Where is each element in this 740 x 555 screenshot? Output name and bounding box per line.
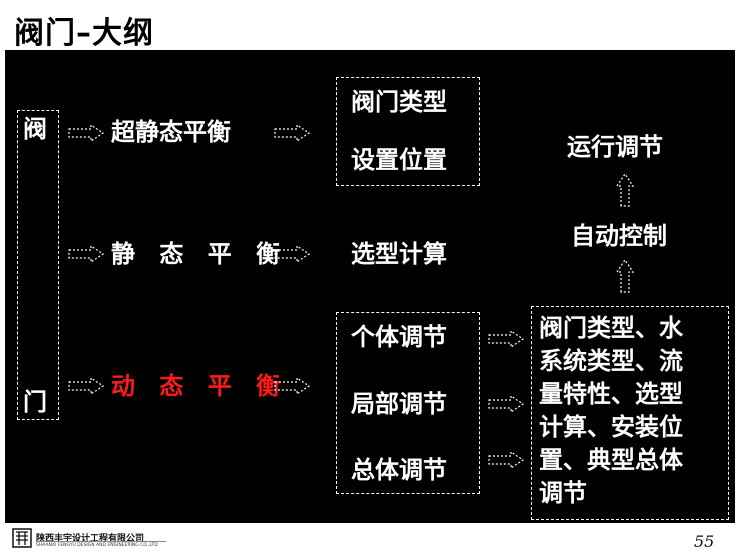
arrow-right-icon <box>68 376 105 396</box>
root-char-bottom: 门 <box>23 388 47 416</box>
valve-type-position-box <box>336 77 480 186</box>
valve-type-label: 阀门类型 <box>351 88 447 116</box>
regulation-box <box>336 312 480 494</box>
arrow-up-icon <box>615 172 635 207</box>
diagram-panel: 阀 门 超静态平衡 阀门类型 设置位置 静 态 平 衡 选型计算 动 态 平 衡… <box>5 50 735 523</box>
overall-regulation-label: 总体调节 <box>351 456 447 484</box>
detail-line-3: 量特性、选型 <box>539 380 683 408</box>
detail-box <box>531 306 729 520</box>
row-static-label: 静 态 平 衡 <box>111 240 289 268</box>
individual-regulation-label: 个体调节 <box>351 323 447 351</box>
detail-line-2: 系统类型、流 <box>539 347 683 375</box>
arrow-up-icon <box>615 258 635 293</box>
local-regulation-label: 局部调节 <box>351 390 447 418</box>
company-name: 陕西丰宇设计工程有限公司 <box>36 534 145 544</box>
selection-calc-label: 选型计算 <box>351 240 447 268</box>
footer-divider <box>36 541 166 542</box>
arrow-right-icon <box>274 244 311 264</box>
root-box <box>17 110 59 420</box>
detail-line-6: 调节 <box>539 479 587 507</box>
company-name-en: SHAANXI FENGYU DESIGN AND ENGINEERING CO… <box>36 543 158 548</box>
row-dynamic-label: 动 态 平 衡 <box>111 372 289 400</box>
arrow-right-icon <box>68 123 105 143</box>
detail-line-4: 计算、安装位 <box>539 413 683 441</box>
detail-line-5: 置、典型总体 <box>539 446 683 474</box>
arrow-right-icon <box>488 450 525 470</box>
root-char-top: 阀 <box>23 115 47 143</box>
page-title: 阀门–大纲 <box>14 16 154 51</box>
setting-position-label: 设置位置 <box>351 146 447 174</box>
operation-regulation-label: 运行调节 <box>567 133 663 161</box>
detail-line-1: 阀门类型、水 <box>539 314 683 342</box>
company-logo-icon <box>12 528 32 548</box>
page-number: 55 <box>694 532 715 551</box>
arrow-right-icon <box>68 244 105 264</box>
arrow-right-icon <box>488 394 525 414</box>
row-super-static-label: 超静态平衡 <box>111 118 231 146</box>
auto-control-label: 自动控制 <box>571 222 667 250</box>
arrow-right-icon <box>274 376 311 396</box>
arrow-right-icon <box>274 123 311 143</box>
arrow-right-icon <box>488 329 525 349</box>
